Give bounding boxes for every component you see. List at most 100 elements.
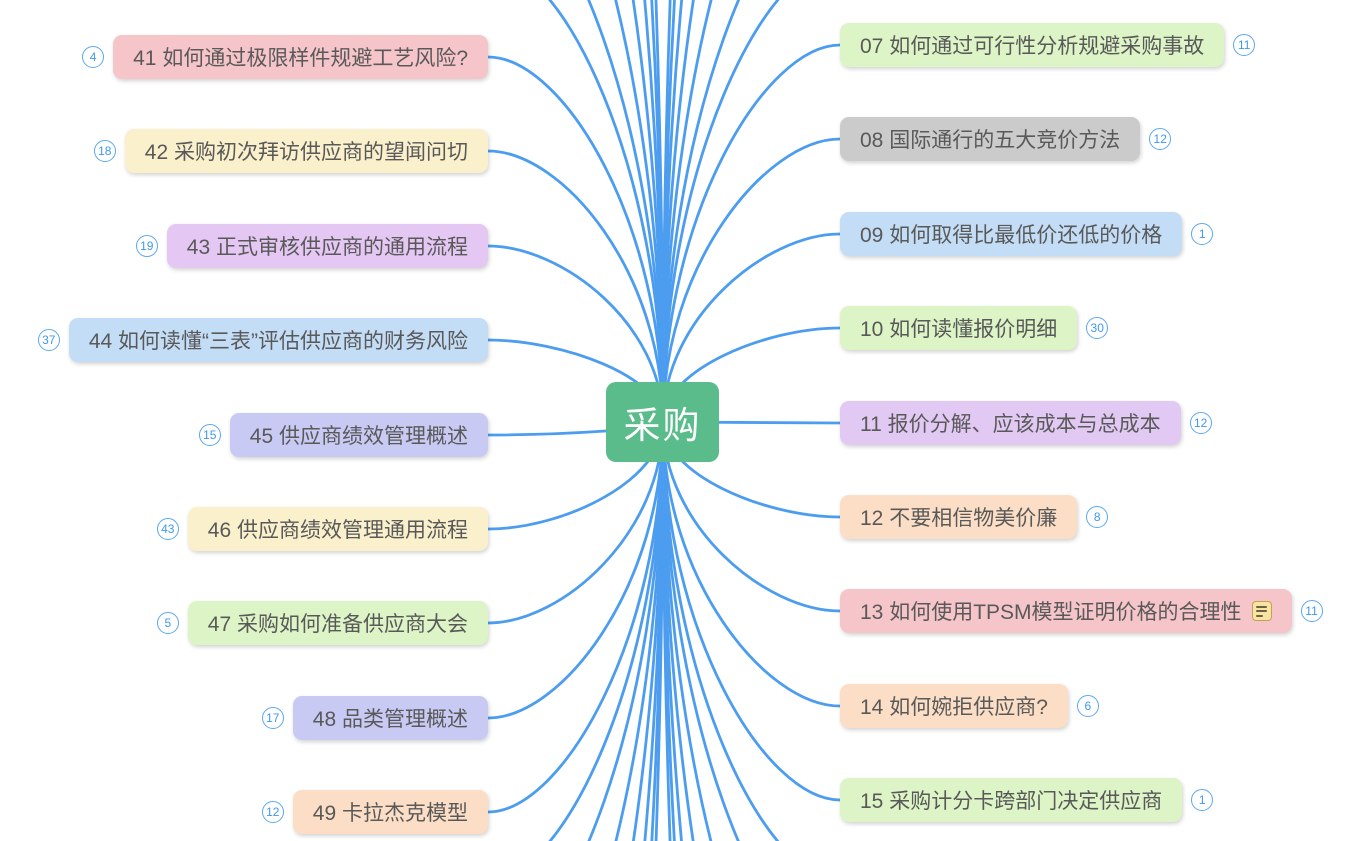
branch-row: 37 44 如何读懂“三表”评估供应商的财务风险 xyxy=(37,318,488,362)
branch-node[interactable]: 08 国际通行的五大竞价方法 xyxy=(840,117,1141,161)
connector-line xyxy=(486,420,665,814)
connector-line xyxy=(486,55,665,424)
branch-node[interactable]: 45 供应商绩效管理概述 xyxy=(229,413,488,457)
badge-count: 4 xyxy=(82,46,105,68)
branch-row: 43 46 供应商绩效管理通用流程 xyxy=(156,507,488,551)
badge-count: 43 xyxy=(156,518,179,540)
connector-line xyxy=(661,0,672,424)
branch-label: 42 采购初次拜访供应商的望闻问切 xyxy=(144,141,468,164)
badge-count: 30 xyxy=(1086,317,1109,339)
badge-count: 5 xyxy=(156,612,179,634)
branch-row: 12 49 卡拉杰克模型 xyxy=(261,790,488,834)
branch-label: 43 正式审核供应商的通用流程 xyxy=(186,236,468,259)
connector-line xyxy=(548,420,665,841)
connector-line xyxy=(661,0,713,424)
connector-line xyxy=(587,0,665,424)
branch-row: 17 48 品类管理概述 xyxy=(261,696,488,740)
branch-node[interactable]: 43 正式审核供应商的通用流程 xyxy=(166,224,488,268)
badge-count: 12 xyxy=(261,801,284,823)
badge-count: 17 xyxy=(261,707,284,729)
branch-label: 12 不要相信物美价廉 xyxy=(860,507,1058,530)
connector-line xyxy=(486,149,665,424)
branch-node[interactable]: 15 采购计分卡跨部门决定供应商 xyxy=(840,778,1183,822)
connector-line xyxy=(661,420,683,841)
branch-label: 47 采购如何准备供应商大会 xyxy=(207,613,468,636)
branch-label: 49 卡拉杰克模型 xyxy=(312,802,468,825)
branch-node[interactable]: 49 卡拉杰克模型 xyxy=(292,790,488,834)
connector-line xyxy=(614,0,665,424)
branch-node[interactable]: 07 如何通过可行性分析规避采购事故 xyxy=(840,23,1225,67)
branch-node[interactable]: 46 供应商绩效管理通用流程 xyxy=(187,507,488,551)
branch-row: 12 不要相信物美价廉 8 xyxy=(840,495,1109,539)
branch-node[interactable]: 47 采购如何准备供应商大会 xyxy=(187,601,488,645)
connector-line xyxy=(654,420,665,841)
branch-label: 48 品类管理概述 xyxy=(312,708,468,731)
branch-node[interactable]: 14 如何婉拒供应商? xyxy=(840,684,1068,728)
connector-line xyxy=(661,43,842,424)
connector-line xyxy=(654,0,665,424)
branch-node[interactable]: 09 如何取得比最低价还低的价格 xyxy=(840,212,1183,256)
connector-line xyxy=(486,420,665,720)
branch-node[interactable]: 13 如何使用TPSM模型证明价格的合理性 xyxy=(840,589,1292,633)
connector-line xyxy=(631,420,665,841)
connector-line xyxy=(661,420,740,841)
branch-node[interactable]: 11 报价分解、应该成本与总成本 xyxy=(840,401,1181,445)
badge-count: 6 xyxy=(1076,695,1099,717)
connector-line xyxy=(486,420,665,625)
branch-label: 41 如何通过极限样件规避工艺风险? xyxy=(133,47,468,70)
branch-row: 07 如何通过可行性分析规避采购事故 11 xyxy=(840,23,1256,67)
branch-label: 14 如何婉拒供应商? xyxy=(860,696,1048,719)
branch-node[interactable]: 44 如何读懂“三表”评估供应商的财务风险 xyxy=(68,318,488,362)
branch-label: 09 如何取得比最低价还低的价格 xyxy=(860,224,1163,247)
badge-count: 12 xyxy=(1189,412,1212,434)
connector-line xyxy=(661,137,842,424)
connector-line xyxy=(614,420,665,841)
connector-line xyxy=(661,0,780,424)
branch-row: 15 采购计分卡跨部门决定供应商 1 xyxy=(840,778,1214,822)
connector-line xyxy=(661,420,780,841)
branch-label: 13 如何使用TPSM模型证明价格的合理性 xyxy=(860,601,1242,624)
badge-count: 12 xyxy=(1149,128,1172,150)
connector-line xyxy=(631,0,665,424)
branch-row: 18 42 采购初次拜访供应商的望闻问切 xyxy=(93,129,488,173)
branch-node[interactable]: 10 如何读懂报价明细 xyxy=(840,306,1078,350)
connector-line xyxy=(650,420,665,841)
branch-label: 08 国际通行的五大竞价方法 xyxy=(860,129,1121,152)
branch-row: 09 如何取得比最低价还低的价格 1 xyxy=(840,212,1214,256)
branch-node[interactable]: 12 不要相信物美价廉 xyxy=(840,495,1078,539)
connector-line xyxy=(661,420,672,841)
branch-node[interactable]: 48 品类管理概述 xyxy=(292,696,488,740)
connector-line xyxy=(661,0,741,424)
branch-label: 46 供应商绩效管理通用流程 xyxy=(207,519,468,542)
badge-count: 37 xyxy=(37,329,60,351)
badge-count: 11 xyxy=(1300,600,1323,622)
branch-row: 11 报价分解、应该成本与总成本 12 xyxy=(840,401,1212,445)
badge-count: 18 xyxy=(93,140,116,162)
branch-label: 15 采购计分卡跨部门决定供应商 xyxy=(860,790,1163,813)
badge-count: 1 xyxy=(1191,223,1214,245)
connector-line xyxy=(661,420,842,708)
branch-row: 14 如何婉拒供应商? 6 xyxy=(840,684,1099,728)
badge-count: 1 xyxy=(1191,789,1214,811)
note-icon[interactable] xyxy=(1251,601,1272,621)
branch-row: 08 国际通行的五大竞价方法 12 xyxy=(840,117,1172,161)
branch-row: 5 47 采购如何准备供应商大会 xyxy=(156,601,488,645)
branch-label: 11 报价分解、应该成本与总成本 xyxy=(860,413,1161,436)
connector-line xyxy=(661,420,713,841)
branch-node[interactable]: 42 采购初次拜访供应商的望闻问切 xyxy=(124,129,488,173)
badge-count: 8 xyxy=(1086,506,1109,528)
connector-line xyxy=(661,420,842,802)
badge-count: 15 xyxy=(198,424,221,446)
connector-line xyxy=(643,0,665,424)
connector-line xyxy=(661,0,676,424)
branch-node[interactable]: 41 如何通过极限样件规避工艺风险? xyxy=(113,35,488,79)
root-node[interactable]: 采购 xyxy=(606,382,719,462)
branch-row: 10 如何读懂报价明细 30 xyxy=(840,306,1109,350)
branch-label: 44 如何读懂“三表”评估供应商的财务风险 xyxy=(88,330,468,353)
badge-count: 11 xyxy=(1233,34,1256,56)
connector-line xyxy=(587,420,665,841)
branch-label: 10 如何读懂报价明细 xyxy=(860,318,1058,341)
connector-line xyxy=(661,0,695,424)
connector-line xyxy=(661,0,684,424)
